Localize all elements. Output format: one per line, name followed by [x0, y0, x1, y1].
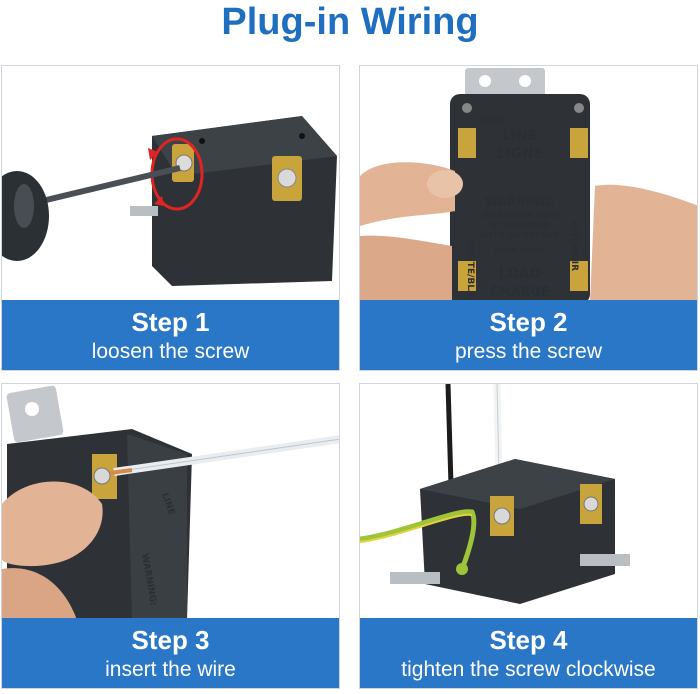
charge-label: CHARGE — [490, 285, 550, 300]
ligne-label: LIGNE — [497, 146, 544, 162]
strip-label: STRIP GAUGE — [494, 247, 547, 255]
step-2-caption: Step 2 press the screw — [360, 300, 697, 370]
step-2-photo: GND LINE LIGNE WARNING: WARRANTY VOID IF… — [360, 66, 697, 302]
page-title: Plug-in Wiring — [221, 1, 479, 43]
load-label: LOAD — [499, 266, 541, 282]
warning-label: WARNING: — [485, 195, 555, 209]
step-3-title: Step 3 — [131, 625, 210, 655]
step-card-4: Step 4 tighten the screw clockwise — [359, 383, 698, 689]
tampered-label: IF TAMPERED — [490, 221, 550, 230]
step-1-caption: Step 1 loosen the screw — [2, 300, 339, 370]
step-1-photo — [2, 66, 339, 302]
opened-label: WITH OR OPENED — [480, 231, 560, 240]
warranty-label: WARRANTY VOID — [482, 211, 559, 220]
line-label: LINE — [502, 128, 537, 144]
step-1-desc: loosen the screw — [91, 340, 250, 363]
step-3-photo: LINE WARNING: — [2, 384, 339, 620]
step-3-desc: insert the wire — [105, 658, 236, 681]
hot-label: HOT/NOIR — [569, 221, 579, 271]
step-3-caption: Step 3 insert the wire — [2, 618, 339, 688]
step-card-1: Step 1 loosen the screw — [1, 65, 340, 371]
step-2-title: Step 2 — [489, 307, 568, 337]
gnd-label: GND — [478, 116, 503, 127]
step-card-2: GND LINE LIGNE WARNING: WARRANTY VOID IF… — [359, 65, 698, 371]
step-card-3: LINE WARNING: Step 3 insert the wire — [1, 383, 340, 689]
step-4-desc: tighten the screw clockwise — [401, 658, 656, 681]
step-1-title: Step 1 — [131, 307, 210, 337]
white-label: WHITE/BLANC — [465, 241, 475, 302]
step-4-title: Step 4 — [489, 625, 568, 655]
step-4-photo — [360, 384, 697, 620]
step-2-desc: press the screw — [454, 340, 603, 363]
step-4-caption: Step 4 tighten the screw clockwise — [360, 618, 697, 688]
